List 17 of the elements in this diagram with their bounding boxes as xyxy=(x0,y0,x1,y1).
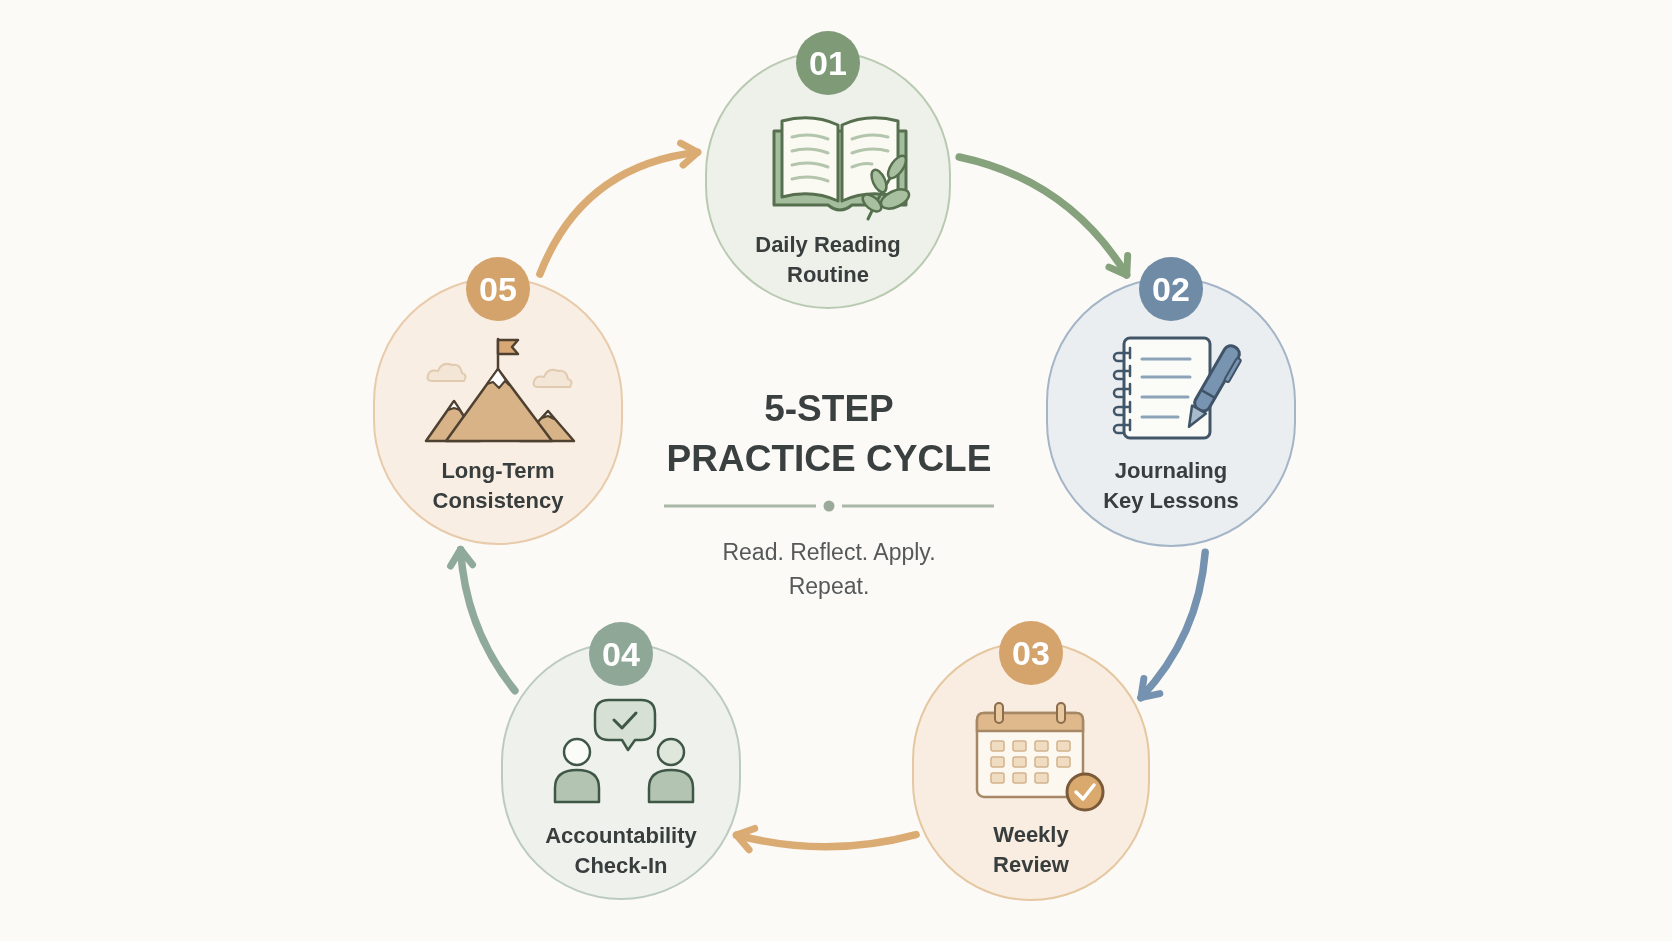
diagram-title: 5-STEP PRACTICE CYCLE xyxy=(665,387,993,481)
step-label: Long-Term Consistency xyxy=(431,457,565,515)
cycle-arrow xyxy=(447,545,519,695)
step-number-badge: 01 xyxy=(796,31,860,95)
step-number-badge: 04 xyxy=(589,622,653,686)
step-label: Accountability Check-In xyxy=(544,822,698,880)
cycle-arrow xyxy=(536,140,702,278)
cycle-arrow xyxy=(955,153,1131,279)
cycle-arrow xyxy=(1137,548,1209,702)
step-label: Daily Reading Routine xyxy=(754,231,902,289)
tagline: Read. Reflect. Apply. Repeat. xyxy=(721,538,937,601)
step-number-badge: 02 xyxy=(1139,257,1203,321)
cycle-arrow xyxy=(732,824,920,853)
step-label: Weekly Review xyxy=(992,821,1070,879)
step-number-badge: 03 xyxy=(999,621,1063,685)
step-number-badge: 05 xyxy=(466,257,530,321)
step-label: Journaling Key Lessons xyxy=(1102,457,1240,515)
